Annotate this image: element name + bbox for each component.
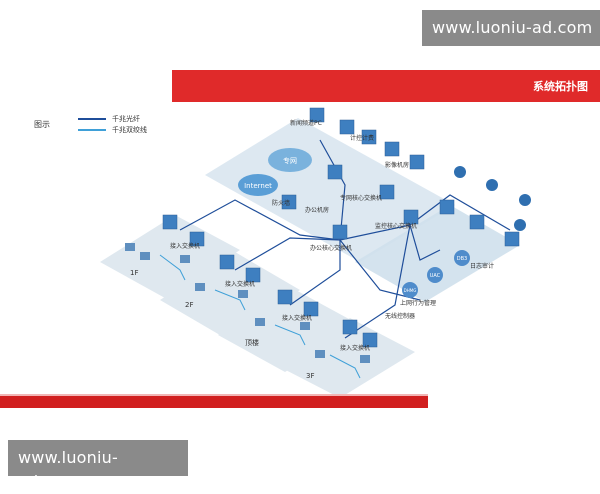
floor-label-top: 顶楼: [245, 338, 259, 347]
legend-twisted-label: 千兆双绞线: [112, 126, 147, 134]
pc-icon: [140, 252, 150, 260]
access-switch-label: 接入交换机: [225, 280, 255, 288]
label-tool: 计控计费: [350, 134, 374, 142]
switch-icon: [309, 107, 325, 123]
camera-icon: [454, 166, 466, 178]
platform-3f: [276, 318, 415, 398]
label-office-core: 办公核心交换机: [310, 244, 352, 252]
switch-icon: [362, 332, 378, 348]
bottom-bar-shadow: [0, 394, 428, 397]
access-switch-label: 接入交换机: [170, 242, 200, 250]
pc-icon: [255, 318, 265, 326]
switch-icon: [384, 141, 400, 157]
bottom-bar: [0, 396, 428, 408]
pc-icon: [360, 355, 370, 363]
camera-icon: [519, 194, 531, 206]
access-switch-label: 接入交换机: [282, 314, 312, 322]
platform-1f: [100, 215, 240, 298]
floor-label-2f: 2F: [185, 301, 193, 309]
switch-icon: [332, 224, 348, 240]
platform-datacenter: [205, 118, 455, 262]
platform-2f: [160, 252, 300, 338]
switch-icon: [162, 214, 178, 230]
switch-icon: [469, 214, 485, 230]
svg-text:UAC: UAC: [430, 273, 441, 279]
title-banner: 系统拓扑图: [172, 70, 600, 102]
switch-icon: [219, 254, 235, 270]
server-nodes: DB3 UAC DHMG: [402, 250, 470, 298]
svg-text:Internet: Internet: [244, 182, 272, 190]
floor-label-3f: 3F: [306, 372, 314, 380]
fiber-links: [179, 139, 511, 339]
label-monitor-switch: 监控核心交换机: [375, 222, 417, 230]
label-wireless: 无线控制器: [385, 312, 415, 320]
pc-icon: [300, 322, 310, 330]
switch-icon: [409, 154, 425, 170]
watermark-bottom: www.luoniu-ad.com: [8, 440, 188, 491]
camera-group: [454, 166, 531, 231]
label-behavior: 上网行为管理: [400, 299, 436, 307]
platform-top: [218, 288, 360, 372]
label-monitor-room: 影像机房: [385, 161, 409, 169]
pc-group: [125, 243, 370, 363]
label-app: 新闻频道PC: [290, 119, 322, 127]
switch-icon: [379, 184, 395, 200]
pc-icon: [180, 255, 190, 263]
pc-icon: [195, 283, 205, 291]
switch-icon: [245, 267, 261, 283]
switch-icon: [303, 301, 319, 317]
label-office-zone: 办公机房: [305, 206, 329, 214]
cloud-internet: Internet: [238, 174, 278, 196]
switch-icon: [403, 209, 419, 225]
camera-icon: [514, 219, 526, 231]
legend-title: 图示: [34, 120, 50, 129]
svg-text:DHMG: DHMG: [404, 288, 417, 293]
switch-icon: [277, 289, 293, 305]
switch-icon: [339, 119, 355, 135]
label-core: 专网核心交换机: [340, 194, 382, 202]
switch-icon: [439, 199, 455, 215]
label-firewall: 防火墙: [272, 199, 290, 207]
switch-icon: [361, 129, 377, 145]
twisted-links: [159, 254, 361, 379]
network-topology: 专网 Internet DB3: [100, 107, 531, 398]
page-title: 系统拓扑图: [533, 80, 588, 93]
svg-text:专网: 专网: [283, 156, 297, 165]
svg-text:DB3: DB3: [457, 256, 467, 262]
watermark-top: www.luoniu-ad.com: [422, 10, 600, 46]
switch-icon: [342, 319, 358, 335]
pc-icon: [238, 290, 248, 298]
legend-twisted-line: [78, 129, 106, 131]
floor-label-1f: 1F: [130, 269, 138, 277]
camera-icon: [486, 179, 498, 191]
label-log: 日志审计: [470, 262, 494, 270]
switch-icon: [189, 231, 205, 247]
switch-icon: [327, 164, 343, 180]
legend-fiber-line: [78, 118, 106, 120]
switch-icon: [281, 194, 297, 210]
access-switch-label: 接入交换机: [340, 344, 370, 352]
pc-icon: [125, 243, 135, 251]
legend-fiber-label: 千兆光纤: [112, 115, 140, 123]
switch-icon: [504, 231, 520, 247]
cloud-private: 专网: [268, 148, 312, 172]
pc-icon: [315, 350, 325, 358]
